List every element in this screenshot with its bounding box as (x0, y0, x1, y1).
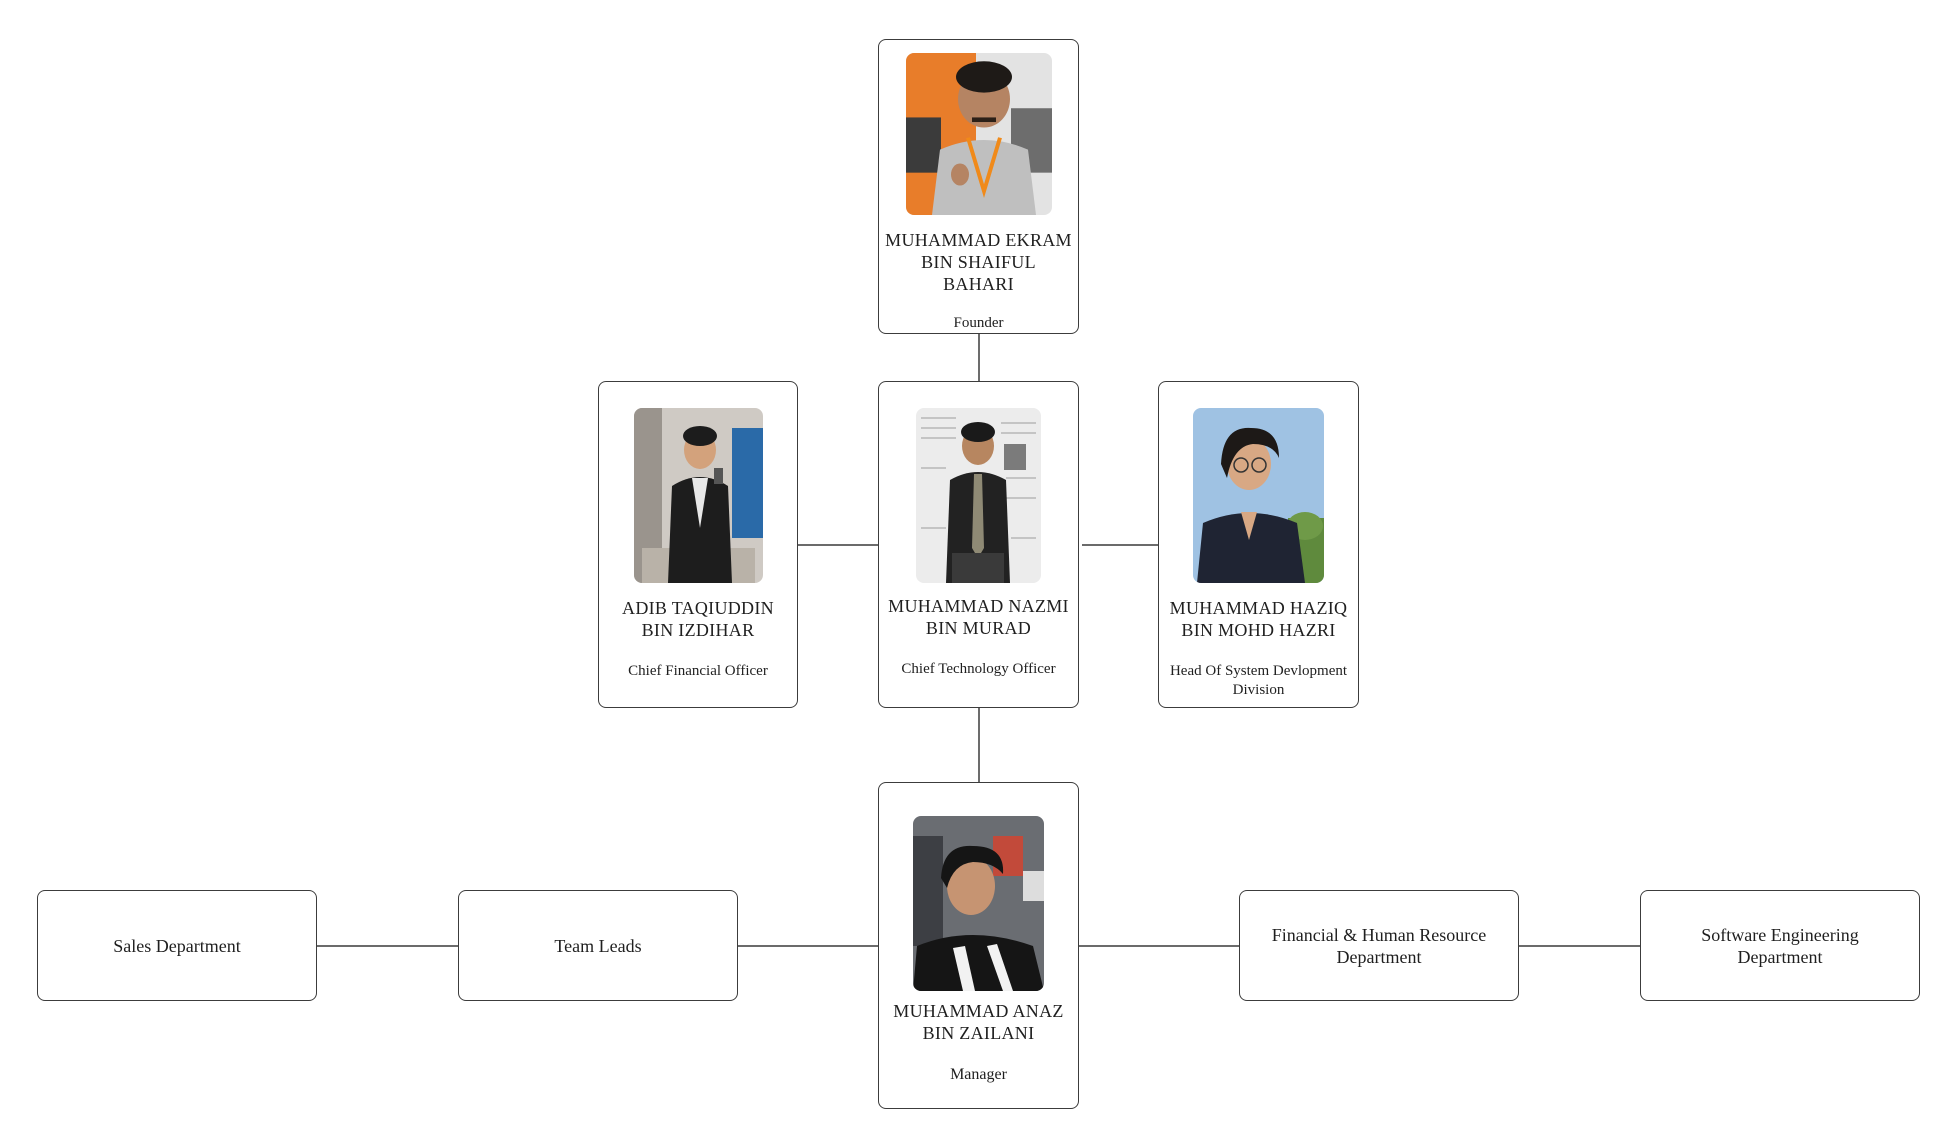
founder-name: MUHAMMAD EKRAM BIN SHAIFUL BAHARI (885, 230, 1072, 294)
head-system-photo (1193, 408, 1324, 583)
cto-card[interactable]: MUHAMMAD NAZMI BIN MURAD Chief Technolog… (878, 381, 1079, 708)
manager-role: Manager (950, 1066, 1007, 1083)
cfo-card[interactable]: ADIB TAQIUDDIN BIN IZDIHAR Chief Financi… (598, 381, 798, 708)
financial-hr-department-box[interactable]: Financial & Human Resource Department (1239, 890, 1519, 1001)
team-leads-label: Team Leads (554, 935, 642, 956)
cto-name: MUHAMMAD NAZMI BIN MURAD (888, 596, 1069, 638)
cto-role: Chief Technology Officer (901, 661, 1056, 677)
head-system-name: MUHAMMAD HAZIQ BIN MOHD HAZRI (1169, 598, 1348, 640)
software-engineering-department-label: Software Engineering Department (1701, 924, 1859, 967)
head-system-role: Head Of System Devlopment Division (1169, 663, 1348, 698)
cfo-name: ADIB TAQIUDDIN BIN IZDIHAR (622, 598, 774, 640)
financial-hr-department-label: Financial & Human Resource Department (1271, 924, 1487, 967)
team-leads-box[interactable]: Team Leads (458, 890, 738, 1001)
software-engineering-department-box[interactable]: Software Engineering Department (1640, 890, 1920, 1001)
cfo-role: Chief Financial Officer (628, 663, 768, 679)
founder-role: Founder (953, 315, 1004, 331)
sales-department-label: Sales Department (113, 935, 241, 956)
manager-name: MUHAMMAD ANAZ BIN ZAILANI (893, 1001, 1064, 1043)
founder-card[interactable]: MUHAMMAD EKRAM BIN SHAIFUL BAHARI Founde… (878, 39, 1079, 334)
manager-card[interactable]: MUHAMMAD ANAZ BIN ZAILANI Manager (878, 782, 1079, 1109)
head-system-card[interactable]: MUHAMMAD HAZIQ BIN MOHD HAZRI Head Of Sy… (1158, 381, 1359, 708)
sales-department-box[interactable]: Sales Department (37, 890, 317, 1001)
cfo-photo (633, 408, 763, 583)
manager-photo (913, 816, 1044, 991)
cto-photo (916, 408, 1041, 583)
founder-photo (905, 53, 1052, 215)
